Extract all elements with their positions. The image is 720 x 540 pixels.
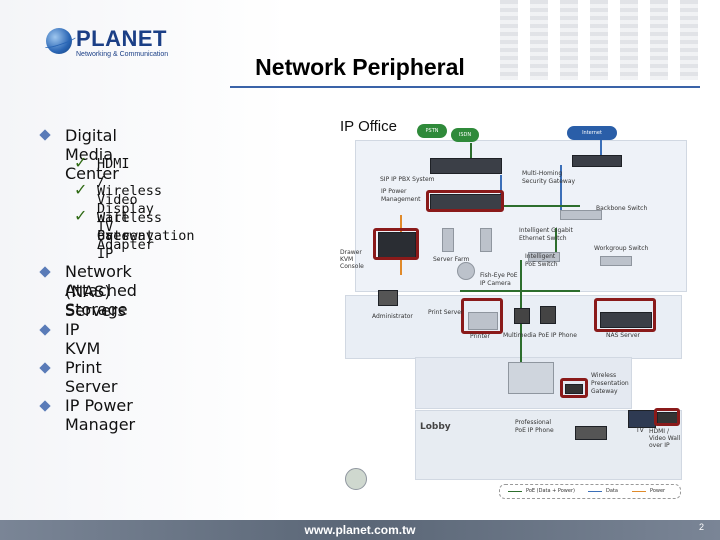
planet-logo: PLANET Networking & Communication [46, 28, 168, 58]
label-tv: TV [636, 427, 644, 434]
label-prof-phone-2: PoE IP Phone [515, 427, 554, 434]
label-print-server: Print Server [428, 309, 464, 316]
diagram-title: IP Office [340, 118, 397, 135]
security-camera-device [345, 468, 367, 490]
label-fisheye-1: Fish-Eye PoE [480, 272, 518, 279]
label-sip-pbx: SIP IP PBX System [380, 176, 435, 183]
label-workgroup-switch: Workgroup Switch [594, 245, 649, 252]
logo-word: PLANET [76, 26, 167, 51]
label-wireless-pres-2: Presentation [591, 380, 629, 387]
label-hdmi-1: HDMI / [649, 428, 670, 435]
label-intelligent-poe-1: Intelligent [525, 253, 556, 260]
poe-switch-device [528, 252, 560, 262]
printer-device [468, 312, 498, 330]
label-wireless-pres-3: Gateway [591, 388, 618, 395]
sub-wireless-tv: Wireless Display TV Adapter [97, 183, 163, 253]
bullet-nas-line2: (NAS) Servers [65, 282, 126, 320]
label-intelligent-gigabit-1: Intelligent Gigabit [519, 227, 573, 234]
label-drawer-3: Console [340, 263, 364, 270]
sub-hdmi: HDMI / Video Wall over IP [97, 156, 138, 262]
server-rack-decoration [490, 0, 720, 80]
pro-ip-phone-device [575, 426, 607, 440]
server-device [480, 228, 492, 252]
label-prof-phone-1: Professional [515, 419, 552, 426]
checkmark-icon: ✓ [74, 206, 88, 225]
nas-server-device [600, 312, 652, 328]
bullet-ip-power: IP Power Manager [65, 396, 136, 434]
tv-device [628, 410, 656, 428]
label-nas-server: NAS Server [606, 332, 640, 339]
wire [555, 228, 557, 260]
label-multimedia-phone: Multimedia PoE IP Phone [503, 332, 577, 339]
label-multi-homing: Multi-Homing [522, 170, 563, 177]
kvm-console-device [378, 232, 416, 258]
diagram-legend: PoE (Data + Power) Data Power [499, 484, 681, 499]
admin-monitor-device [378, 290, 398, 306]
sub-gateway: Gateway [97, 228, 154, 244]
highlight-hdmi [654, 408, 680, 426]
bullet-print-server: Print Server [65, 358, 118, 396]
presentation-gateway-device [565, 384, 583, 394]
wire [600, 140, 602, 160]
label-hdmi-3: over IP [649, 442, 670, 449]
legend-power: Power [650, 488, 666, 494]
highlight-nas [594, 298, 656, 332]
label-printer: Printer [470, 333, 490, 340]
label-wireless-pres-1: Wireless [591, 372, 617, 379]
presentation-screen-device [508, 362, 554, 394]
logo-tagline: Networking & Communication [76, 51, 169, 58]
label-security-gateway: Security Gateway [522, 178, 576, 185]
fisheye-camera-device [457, 262, 475, 280]
label-ip-power-1: IP Power [381, 188, 407, 195]
footer-bar [0, 520, 720, 540]
sub-wireless-presentation: Wireless Presentation [97, 210, 195, 244]
label-drawer-1: Drawer [340, 249, 362, 256]
backbone-switch-device [560, 210, 602, 220]
checkmark-icon: ✓ [74, 180, 88, 199]
legend-poe: PoE (Data + Power) [526, 488, 575, 494]
label-server-farm: Server Farm [433, 256, 470, 263]
slide-title: Network Peripheral [255, 54, 465, 80]
cloud-pstn: PSTN [417, 124, 447, 138]
ip-phone-device [540, 306, 556, 324]
label-lobby: Lobby [420, 422, 451, 432]
highlight-ip-power [426, 190, 504, 212]
wire [470, 143, 472, 161]
globe-icon [46, 28, 72, 54]
bullet-ip-kvm: IP KVM [65, 320, 101, 358]
footer-url: www.planet.com.tw [304, 523, 416, 537]
cloud-internet: Internet [567, 126, 617, 140]
label-administrator: Administrator [372, 313, 413, 320]
label-intelligent-poe-2: PoE Switch [525, 261, 558, 268]
server-device [442, 228, 454, 252]
sip-pbx-device [430, 158, 502, 174]
title-underline [230, 86, 700, 88]
checkmark-icon: ✓ [74, 153, 88, 172]
label-ip-power-2: Management [381, 196, 421, 203]
legend-data: Data [606, 488, 618, 494]
label-backbone-switch: Backbone Switch [596, 205, 648, 212]
highlight-presentation [560, 378, 588, 398]
highlight-print-server [461, 298, 503, 334]
page-number: 2 [698, 522, 704, 532]
cloud-isdn: ISDN [451, 128, 479, 142]
label-hdmi-2: Video Wall [649, 435, 681, 442]
wire [560, 165, 562, 210]
label-drawer-2: KVM [340, 256, 354, 263]
workgroup-switch-device [600, 256, 632, 266]
bullet-nas-line1: Network Attached Storage [65, 262, 137, 319]
ip-phone-device [514, 308, 530, 324]
label-fisheye-2: IP Camera [480, 280, 511, 287]
label-intelligent-gigabit-2: Ethernet Switch [519, 235, 567, 242]
bullet-digital-media: Digital Media Center [65, 126, 119, 183]
wire [440, 205, 580, 207]
highlight-ip-kvm [373, 228, 419, 260]
security-gateway-device [572, 155, 622, 167]
